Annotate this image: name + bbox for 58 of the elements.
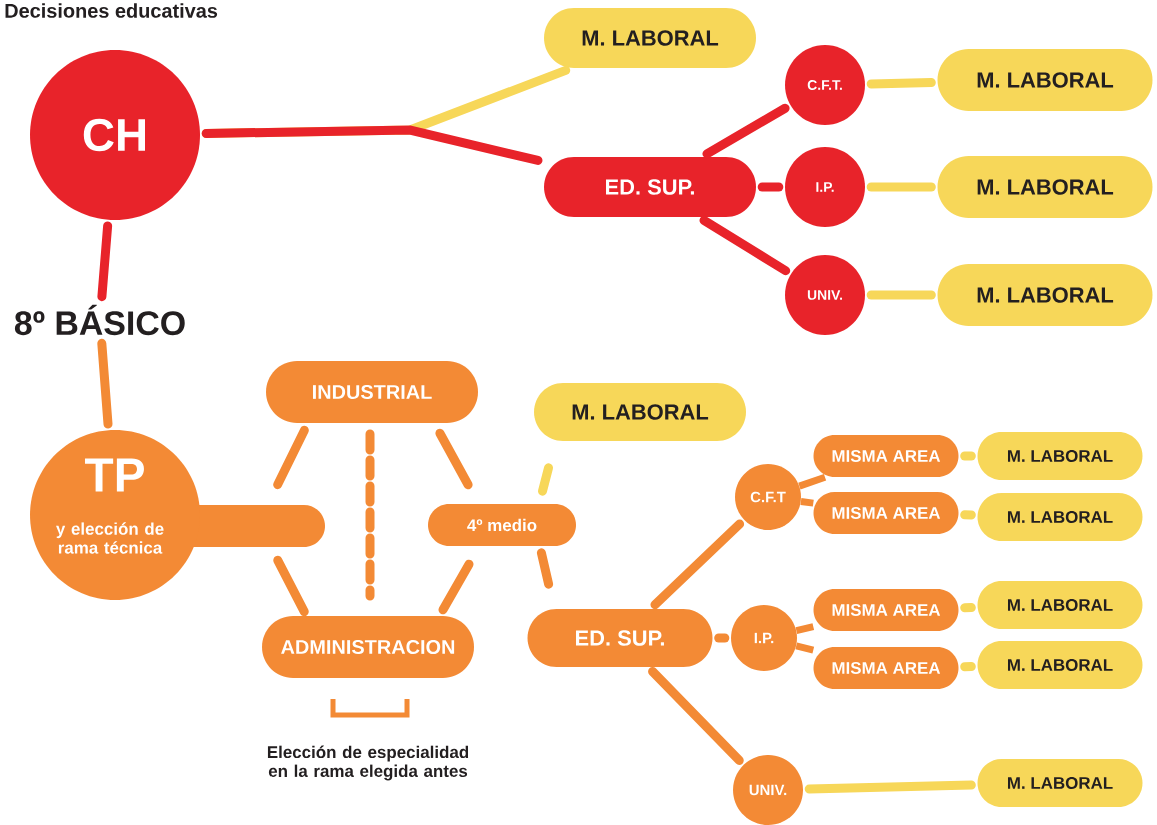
- connector-line: [714, 633, 730, 643]
- rounded-box: ADMINISTRACION: [262, 616, 474, 678]
- rounded-box: M. LABORAL: [977, 641, 1143, 689]
- rounded-box: M. LABORAL: [937, 264, 1153, 326]
- connector-line: [201, 125, 543, 165]
- rounded-box: ED. SUP.: [544, 157, 756, 217]
- note-text: Elección de especialidad en la rama elegida antes: [267, 745, 469, 781]
- rounded-box: M. LABORAL: [937, 156, 1153, 218]
- connector-line: [538, 463, 553, 496]
- connector-line: [435, 428, 473, 490]
- connector-line: [648, 667, 744, 765]
- connector-line: [536, 548, 554, 589]
- rounded-box: MISMA AREA: [813, 492, 959, 534]
- connector-line: [866, 290, 936, 300]
- connector-line: [97, 221, 113, 302]
- connector-line: [699, 215, 791, 276]
- rounded-box: 4º medio: [428, 504, 576, 546]
- rounded-box: MISMA AREA: [813, 647, 959, 689]
- title: Decisiones educativas: [5, 3, 218, 18]
- connector-line: [650, 519, 745, 610]
- connector-line: [804, 780, 976, 794]
- rounded-box: M. LABORAL: [977, 581, 1143, 629]
- rounded-box: ED. SUP.: [527, 609, 713, 667]
- rounded-box: M. LABORAL: [977, 759, 1143, 807]
- circle-node: UNIV.: [785, 255, 865, 335]
- connector-line: [960, 510, 976, 520]
- connector-line: [795, 623, 815, 634]
- circle-node: C.F.T.: [785, 45, 865, 125]
- circle-node: CH: [30, 50, 200, 220]
- rounded-box: MISMA AREA: [813, 435, 959, 477]
- rounded-box: MISMA AREA: [813, 589, 959, 631]
- connector-line: [960, 662, 976, 672]
- circle-node: I.P.: [785, 147, 865, 227]
- connector-line: [866, 78, 936, 89]
- stage-label: 8º BÁSICO: [14, 304, 185, 336]
- connector-line: [97, 338, 113, 429]
- rounded-box: INDUSTRIAL: [266, 361, 478, 423]
- connector-line: [960, 451, 976, 461]
- rounded-box: M. LABORAL: [534, 383, 746, 441]
- connector-line: [365, 429, 375, 601]
- rounded-box: M. LABORAL: [937, 49, 1153, 111]
- connector-line: [273, 425, 309, 490]
- connector-line: [800, 498, 814, 507]
- circle-node: I.P.: [731, 605, 797, 671]
- circle-node: TP y elección de rama técnica: [30, 430, 325, 600]
- connector-line: [960, 603, 976, 613]
- connector-line: [702, 103, 790, 159]
- circle-node: C.F.T: [735, 464, 801, 530]
- connector-line: [798, 473, 827, 490]
- connector-line: [273, 555, 309, 617]
- circle-node: UNIV.: [733, 755, 803, 825]
- connector-line: [438, 559, 474, 615]
- rounded-box: M. LABORAL: [977, 432, 1143, 480]
- connector-line: [866, 182, 936, 192]
- rounded-box: M. LABORAL: [544, 8, 756, 68]
- connector-line: [795, 642, 815, 654]
- rounded-box: M. LABORAL: [977, 493, 1143, 541]
- connector-line: [757, 182, 784, 192]
